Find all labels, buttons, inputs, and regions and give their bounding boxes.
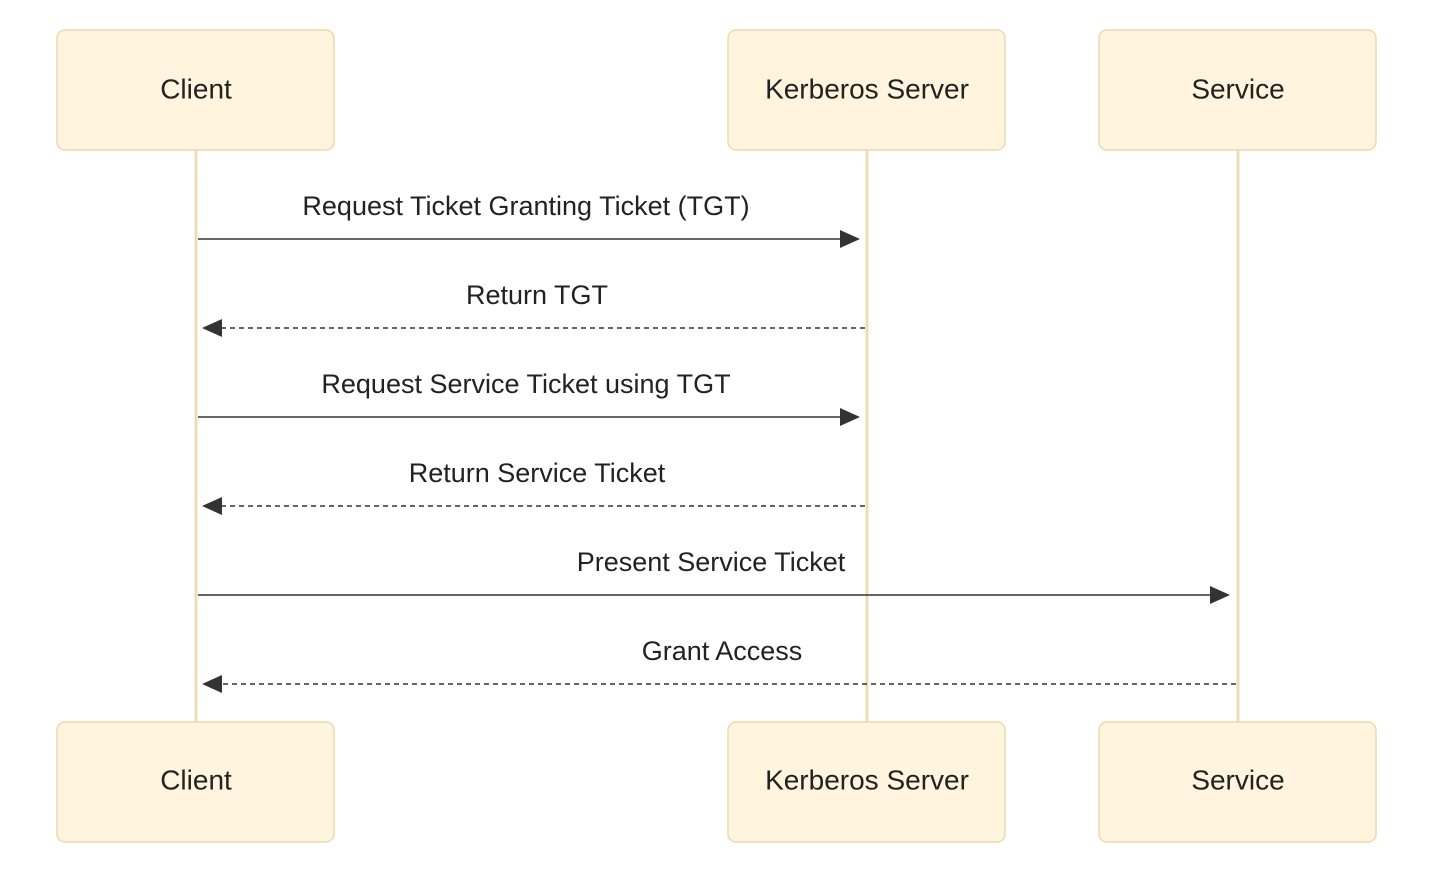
message-3-label: Request Service Ticket using TGT — [321, 369, 730, 399]
message-5: Present Service Ticket — [198, 547, 1230, 604]
message-3-arrowhead — [840, 408, 860, 426]
message-6-arrowhead — [202, 675, 222, 693]
message-6: Grant Access — [202, 636, 1236, 693]
actor-top-service: Service — [1098, 29, 1377, 151]
actor-bottom-client-label: Client — [160, 764, 232, 795]
message-6-label: Grant Access — [642, 636, 803, 666]
message-1: Request Ticket Granting Ticket (TGT) — [198, 191, 860, 248]
message-3: Request Service Ticket using TGT — [198, 369, 860, 426]
actor-bottom-kerberos-server-label: Kerberos Server — [765, 764, 969, 795]
actor-bottom-kerberos-server: Kerberos Server — [727, 721, 1006, 843]
message-4-arrowhead — [202, 497, 222, 515]
message-5-label: Present Service Ticket — [577, 547, 846, 577]
message-2: Return TGT — [202, 280, 865, 337]
actor-top-client-label: Client — [160, 73, 232, 104]
message-2-arrowhead — [202, 319, 222, 337]
message-4-label: Return Service Ticket — [409, 458, 666, 488]
actor-top-service-label: Service — [1191, 73, 1284, 104]
actor-bottom-service-label: Service — [1191, 764, 1284, 795]
actor-bottom-service: Service — [1098, 721, 1377, 843]
actor-top-kerberos-server-label: Kerberos Server — [765, 73, 969, 104]
actor-top-kerberos-server: Kerberos Server — [727, 29, 1006, 151]
message-1-label: Request Ticket Granting Ticket (TGT) — [302, 191, 749, 221]
message-5-arrowhead — [1210, 586, 1230, 604]
message-1-arrowhead — [840, 230, 860, 248]
actor-bottom-client: Client — [56, 721, 335, 843]
message-2-label: Return TGT — [466, 280, 608, 310]
actor-top-client: Client — [56, 29, 335, 151]
message-4: Return Service Ticket — [202, 458, 865, 515]
